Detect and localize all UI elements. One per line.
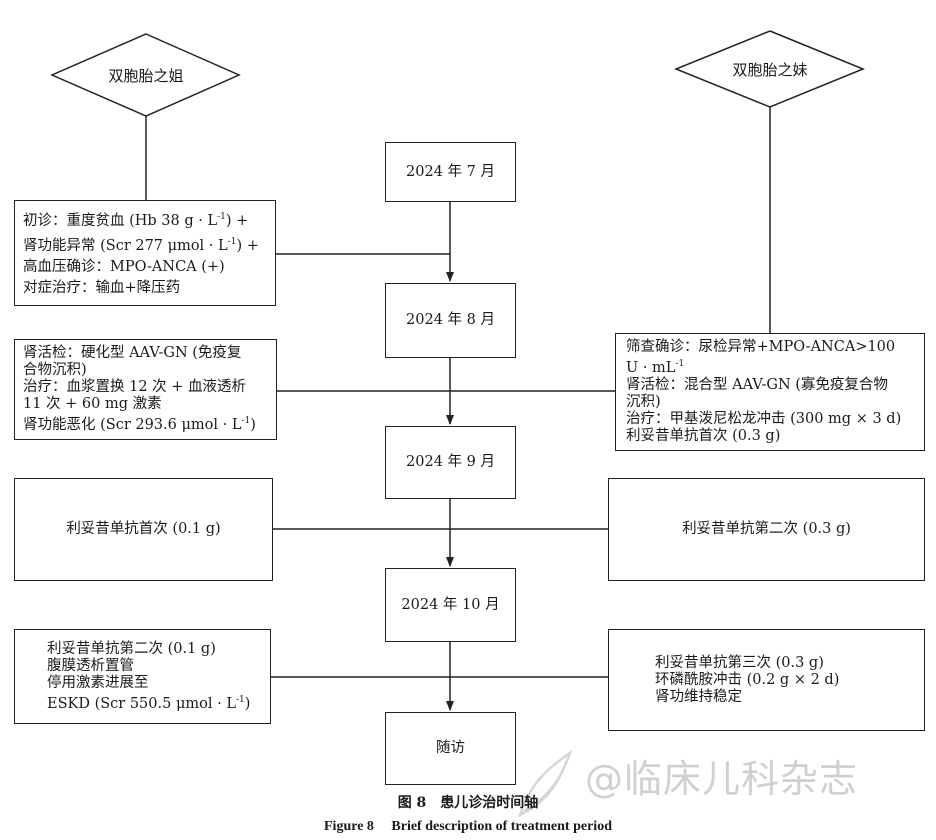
- younger-oct-box: 利妥昔单抗第三次 (0.3 g) 环磷酰胺冲击 (0.2 g × 2 d) 肾功…: [608, 629, 925, 731]
- elder-sep-box: 利妥昔单抗首次 (0.1 g): [14, 478, 273, 581]
- younger-aug-box: 筛查确诊：尿检异常+MPO-ANCA>100 U · mL-1 肾活检：混合型 …: [615, 333, 925, 451]
- timeline-jul: 2024 年 7 月: [385, 142, 516, 202]
- timeline-oct: 2024 年 10 月: [385, 568, 516, 642]
- elder-aug-box: 肾活检：硬化型 AAV-GN (免疫复 合物沉积) 治疗：血浆置换 12 次 +…: [14, 339, 277, 440]
- timeline-followup: 随访: [385, 712, 516, 785]
- watermark-text: @临床儿科杂志: [585, 757, 859, 801]
- timeline-sep: 2024 年 9 月: [385, 426, 516, 499]
- watermark-leaf-icon: [517, 749, 573, 818]
- elder-oct-box: 利妥昔单抗第二次 (0.1 g) 腹膜透析置管 停用激素进展至 ESKD (Sc…: [14, 629, 271, 724]
- younger-sep-box: 利妥昔单抗第二次 (0.3 g): [608, 478, 925, 581]
- elder-jul-box: 初诊：重度贫血 (Hb 38 g · L-1) + 肾功能异常 (Scr 277…: [14, 200, 276, 306]
- younger-label: 双胞胎之妹: [732, 60, 808, 79]
- timeline-aug: 2024 年 8 月: [385, 283, 516, 358]
- elder-label: 双胞胎之姐: [108, 66, 184, 85]
- caption-cn: 图 8 患儿诊治时间轴: [397, 795, 539, 811]
- caption-en: Figure 8 Brief description of treatment …: [324, 819, 612, 834]
